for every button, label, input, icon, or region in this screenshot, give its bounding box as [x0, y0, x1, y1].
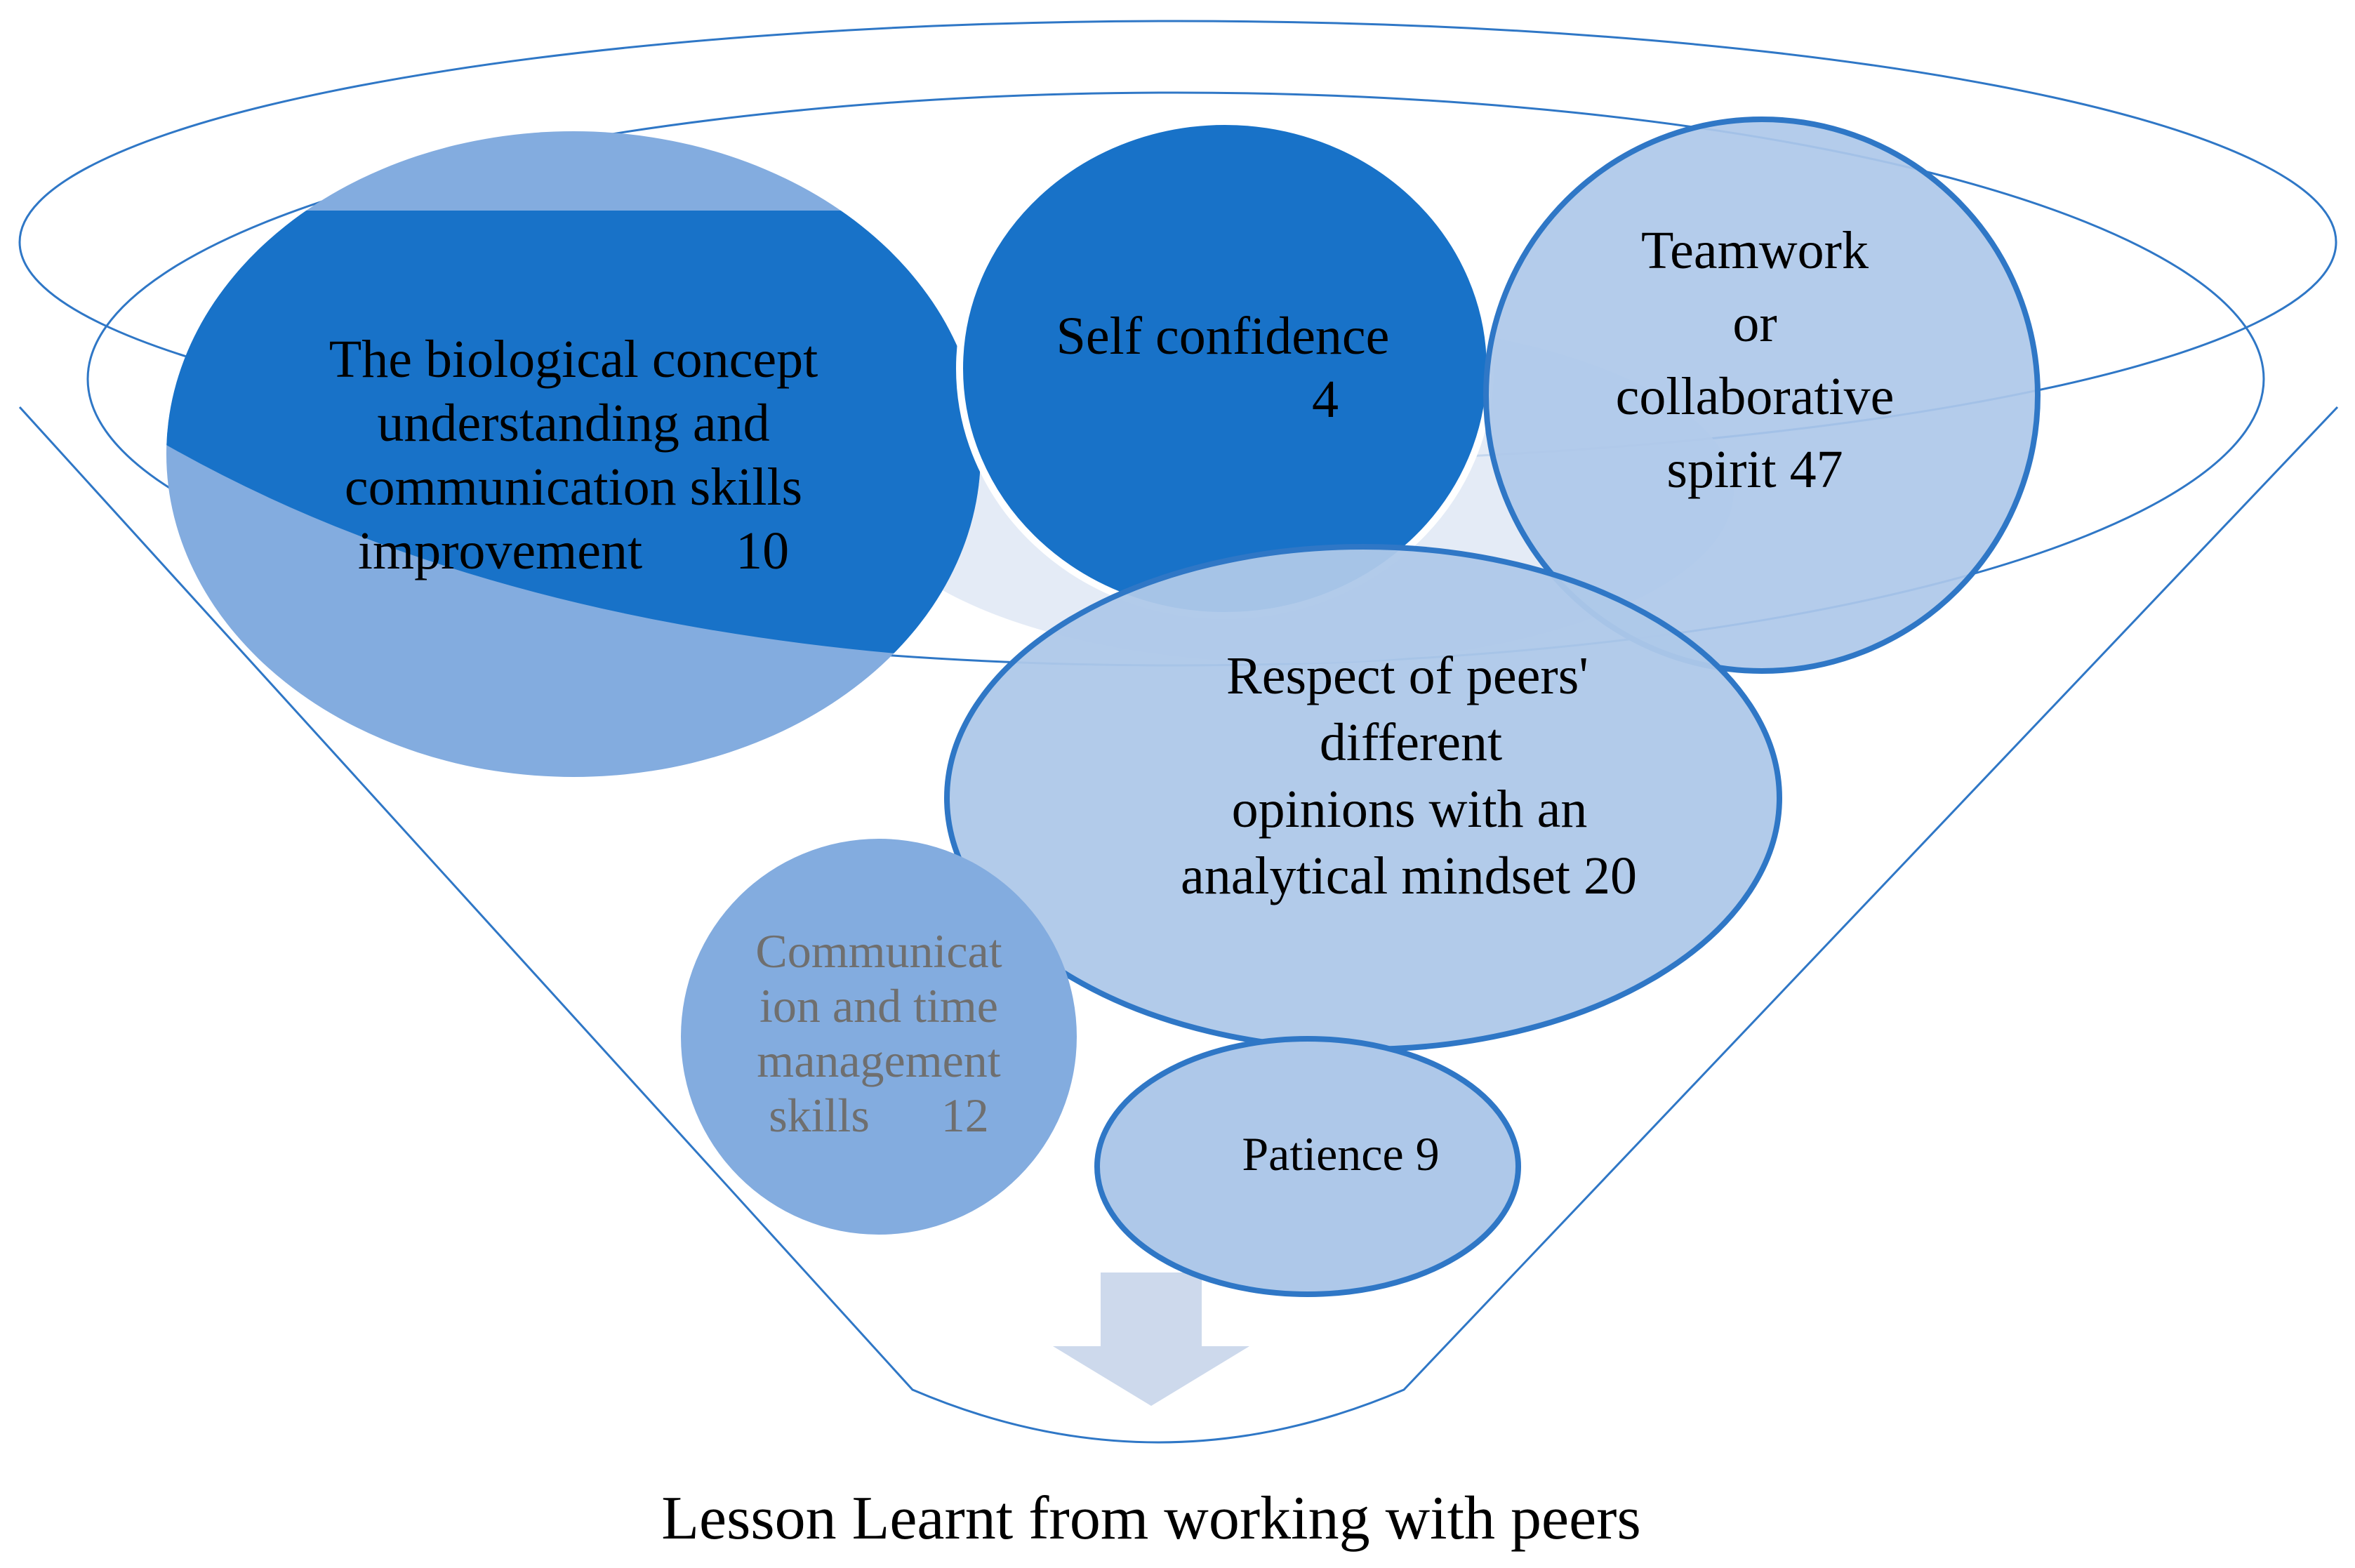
bubble-teamwork-line-3: collaborative [1616, 367, 1895, 426]
bubble-patience-text: Patience 9 [1242, 1127, 1439, 1181]
bubble-self-confidence-text: Self confidence 4 [1056, 307, 1390, 429]
bubble-respect-line-2: different [1320, 713, 1502, 772]
bubble-biological-concept-text: The biological concept understanding and… [329, 330, 818, 580]
bubble-communication-line-1: Communicat [755, 924, 1002, 978]
bubble-respect-line-1: Respect of peers' [1226, 646, 1588, 705]
bubble-respect-line-4: analytical mindset 20 [1181, 846, 1637, 905]
bubble-teamwork [1483, 117, 2041, 674]
bubble-respect-text: Respect of peers' different opinions wit… [1181, 646, 1637, 905]
bubble-teamwork-text: Teamwork or collaborative spirit 47 [1616, 221, 1895, 499]
bubble-biological-line-3: communication skills [345, 458, 802, 517]
bubble-communication-time-text: Communicat ion and time management skill… [755, 924, 1002, 1142]
bubble-biological-line-4: improvement 10 [358, 521, 789, 580]
funnel-outline [18, 406, 2339, 1444]
bubble-biological-concept-highlight [166, 211, 981, 660]
bubble-communication-line-4: skills 12 [769, 1089, 989, 1142]
bubble-teamwork-line-2: or [1732, 294, 1777, 353]
bubble-biological-line-2: understanding and [377, 394, 769, 453]
bubble-patience-line-1: Patience 9 [1242, 1127, 1439, 1181]
bubble-communication-line-2: ion and time [759, 979, 998, 1032]
bubble-self-confidence-count: 4 [1312, 370, 1339, 429]
bubble-teamwork-line-1: Teamwork [1641, 221, 1869, 280]
bubble-teamwork-line-4: spirit 47 [1666, 440, 1843, 499]
bubble-biological-line-1: The biological concept [329, 330, 818, 389]
diagram-title: Lesson Learnt from working with peers [661, 1484, 1640, 1553]
bubble-communication-line-3: management [757, 1034, 1001, 1087]
bubble-patience [1094, 1036, 1521, 1297]
bubble-communication-time [681, 839, 1077, 1235]
bubble-self-confidence-line-1: Self confidence [1056, 307, 1390, 366]
down-arrow-icon [1053, 1273, 1249, 1406]
bubble-respect-line-3: opinions with an [1232, 780, 1588, 839]
bubble-self-confidence [956, 118, 1494, 619]
